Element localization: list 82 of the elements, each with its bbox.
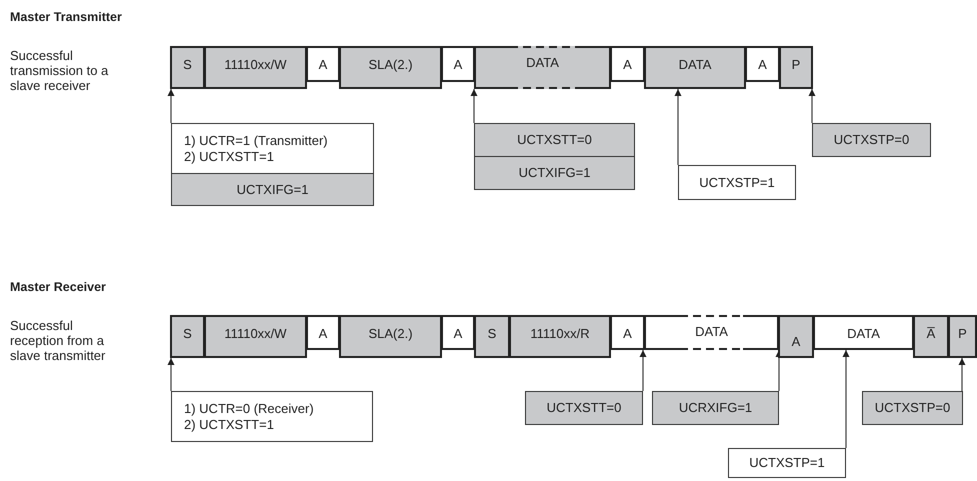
field-label: DATA xyxy=(695,324,728,340)
field-label: P xyxy=(958,326,967,342)
field-label: DATA xyxy=(847,326,880,342)
arrow xyxy=(167,358,175,391)
field-label: A xyxy=(454,57,462,73)
field-label: 11110xx/W xyxy=(224,326,287,342)
register-box xyxy=(171,391,373,442)
field-label: A xyxy=(792,334,800,350)
register-setting: 1) UCTR=1 (Transmitter) xyxy=(184,132,328,148)
register-setting: 1) UCTR=0 (Receiver) xyxy=(184,400,314,416)
register-setting: 2) UCTXSTT=1 xyxy=(184,148,274,164)
register-setting: UCTXSTP=0 xyxy=(874,400,950,416)
register-setting: UCRXIFG=1 xyxy=(678,400,752,416)
field-label: DATA xyxy=(526,55,559,71)
register-box xyxy=(728,448,846,478)
register-setting: UCTXSTT=0 xyxy=(517,132,592,148)
register-box xyxy=(474,156,635,190)
arrow xyxy=(639,350,647,391)
register-box xyxy=(812,123,931,157)
register-box xyxy=(474,123,635,157)
frame-field xyxy=(778,315,814,358)
arrow xyxy=(808,89,816,123)
register-setting: UCTXIFG=1 xyxy=(518,165,590,181)
section-heading: Master Receiver xyxy=(10,280,107,295)
register-box xyxy=(678,165,796,200)
description-text: Successful transmission to a slave receiver xyxy=(10,48,110,93)
field-label: SLA(2.) xyxy=(368,57,413,73)
field-label: S xyxy=(488,326,496,342)
register-box xyxy=(862,391,963,425)
frame-field xyxy=(509,315,611,358)
frame-field xyxy=(644,315,779,350)
field-label: A xyxy=(318,57,328,73)
field-label: A̅ xyxy=(926,326,936,342)
field-label: S xyxy=(183,326,192,342)
description-text: Successful reception from a slave transmitter xyxy=(10,318,106,363)
frame-field xyxy=(441,315,475,350)
frame-field xyxy=(610,46,645,82)
frame-field xyxy=(913,315,949,358)
register-setting: 2) UCTXSTT=1 xyxy=(184,416,274,432)
frame-field xyxy=(948,315,977,358)
register-setting: UCTXSTP=1 xyxy=(699,174,775,190)
frame-field xyxy=(441,46,475,82)
frame-field xyxy=(204,46,307,89)
frame-field xyxy=(745,46,780,82)
arrow xyxy=(470,89,478,123)
field-label: A xyxy=(758,57,767,73)
register-box xyxy=(171,173,374,206)
field-label: 11110xx/R xyxy=(530,326,590,342)
field-label: A xyxy=(623,57,632,73)
frame-field xyxy=(339,315,442,358)
frame-field xyxy=(306,315,340,350)
register-box xyxy=(525,391,643,425)
register-box xyxy=(171,123,374,174)
field-label: 11110xx/W xyxy=(224,57,287,73)
frame-field xyxy=(170,46,205,89)
frame-field xyxy=(644,46,746,89)
section-heading: Master Transmitter xyxy=(10,10,123,25)
frame-field xyxy=(170,315,205,358)
field-label: DATA xyxy=(678,57,712,73)
field-label: A xyxy=(623,326,632,342)
arrow xyxy=(167,89,175,123)
frame-field xyxy=(474,46,611,89)
frame-field xyxy=(339,46,442,89)
register-setting: UCTXSTP=0 xyxy=(834,132,910,148)
arrow xyxy=(958,358,966,391)
frame-field xyxy=(610,315,645,350)
register-setting: UCTXSTP=1 xyxy=(749,455,825,471)
field-label: P xyxy=(792,57,800,73)
field-label: S xyxy=(183,57,192,73)
frame-field xyxy=(306,46,340,82)
arrow xyxy=(674,89,682,165)
frame-field xyxy=(779,46,813,89)
frame-field xyxy=(474,315,510,358)
register-setting: UCTXIFG=1 xyxy=(236,182,308,198)
register-box xyxy=(652,391,779,425)
frame-field xyxy=(813,315,914,350)
field-label: A xyxy=(318,326,328,342)
field-label: SLA(2.) xyxy=(368,326,413,342)
arrow xyxy=(842,350,850,448)
register-setting: UCTXSTT=0 xyxy=(546,400,622,416)
field-label: A xyxy=(454,326,462,342)
frame-field xyxy=(204,315,307,358)
